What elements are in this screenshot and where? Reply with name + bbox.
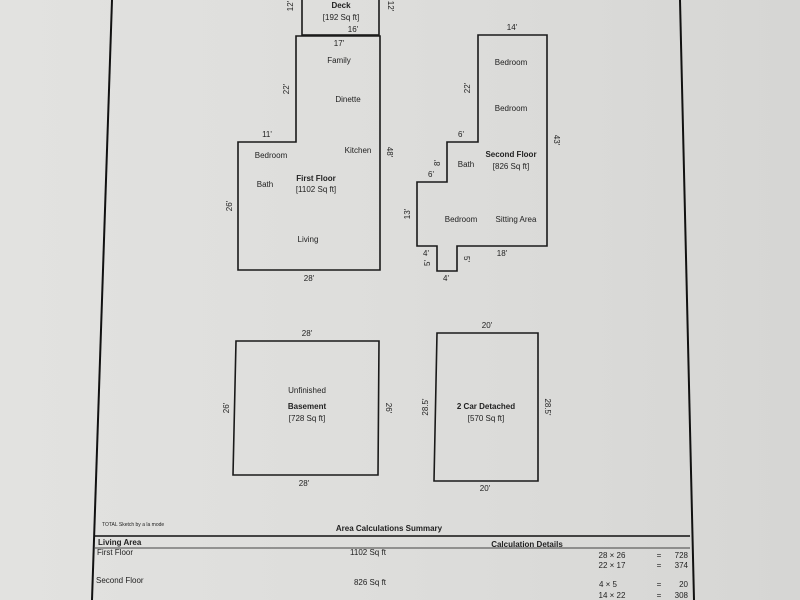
second-floor-area: [826 Sq ft] [493,162,529,171]
garage-plan: 20' 20' 28.5' 28.5' 2 Car Detached [570 … [421,321,552,493]
sketch-credit: TOTAL Sketch by a la mode [102,522,164,528]
room-dinette: Dinette [335,95,361,104]
calc-expr-3: 4 × 5 [599,580,618,589]
deck-label: Deck [331,1,351,10]
calc-eq-2: = [657,561,662,570]
second-floor-dim-top: 14' [507,23,518,32]
basement-plan: 28' 28' 26' 26' Unfinished Basement [728… [222,329,393,488]
calc-expr-1: 28 × 26 [599,551,626,560]
second-floor-dim-step3: 6' [428,170,434,179]
garage-outline [433,332,539,482]
basement-status: Unfinished [288,386,326,395]
room-upper-bedroom-2: Bedroom [495,104,528,113]
basement-outline [232,340,380,476]
calc-eq-1: = [657,551,662,560]
room-kitchen: Kitchen [345,146,372,155]
first-floor-dim-step: 11' [262,130,272,139]
second-floor-dim-bottom: 18' [497,249,508,258]
summary-row-first-floor-name: First Floor [97,548,133,557]
page-border-left [91,0,113,600]
basement-dim-right: 26' [384,403,393,414]
deck-outline [301,0,380,36]
basement-dim-bottom: 28' [299,479,310,488]
second-floor-plan: 14' 22' 43' 6' 8' 6' 13' 4' 5' 5' 4' 18'… [403,23,561,283]
second-floor-outline [416,34,548,272]
second-floor-dim-step1: 6' [458,130,464,139]
basement-title: Basement [288,402,327,411]
room-sitting-area: Sitting Area [496,215,537,224]
summary-row-second-floor-name: Second Floor [96,576,144,585]
page-border-right [679,0,695,600]
calc-result-1: 728 [675,551,689,560]
second-floor-dim-notch-bottom: 4' [443,274,449,283]
first-floor-dim-bottom: 28' [304,274,315,283]
garage-dim-bottom: 20' [480,484,491,493]
room-upper-bedroom-1: Bedroom [495,58,528,67]
first-floor-title: First Floor [296,174,336,183]
first-floor-dim-right: 48' [385,147,394,158]
deck-dim-left: 12' [286,0,295,11]
first-floor-plan: 17' 22' 11' 48' 26' 28' Family Dinette K… [225,35,394,283]
calc-expr-2: 22 × 17 [599,561,626,570]
garage-dim-left: 28.5' [421,398,430,416]
second-floor-dim-notch-left: 5' [423,260,432,266]
calc-result-3: 20 [679,580,688,589]
summary-row-first-floor-area: 1102 Sq ft [350,548,387,557]
second-floor-dim-left-upper: 22' [463,82,472,93]
deck-dim-bottom: 16' [348,25,359,34]
calc-details-header: Calculation Details [491,540,563,549]
room-bath: Bath [257,180,273,189]
basement-area: [728 Sq ft] [289,414,325,423]
second-floor-dim-right: 43' [552,135,561,146]
first-floor-dim-top: 17' [334,39,345,48]
second-floor-title: Second Floor [485,150,536,159]
room-family: Family [327,56,351,65]
second-floor-dim-notch-width: 4' [423,249,429,258]
second-floor-dim-step2: 8' [433,160,442,166]
first-floor-dim-left-upper: 22' [282,83,291,94]
second-floor-dim-left-lower: 13' [403,208,412,219]
living-area-header: Living Area [98,538,142,547]
deck-plan: Deck [192 Sq ft] 12' 12' 16' [286,0,395,36]
calc-eq-3: = [657,580,662,589]
room-living: Living [298,235,319,244]
first-floor-outline [237,35,381,271]
room-upper-bedroom-3: Bedroom [445,215,478,224]
room-bedroom: Bedroom [255,151,288,160]
garage-dim-top: 20' [482,321,493,330]
area-summary: TOTAL Sketch by a la mode Area Calculati… [95,522,690,600]
calc-result-2: 374 [675,561,689,570]
summary-title: Area Calculations Summary [336,524,443,533]
first-floor-area: [1102 Sq ft] [296,185,336,194]
calc-eq-4: = [657,591,662,600]
room-upper-bath: Bath [458,160,474,169]
first-floor-dim-left-lower: 26' [225,200,234,211]
basement-dim-left: 26' [222,402,231,413]
calc-expr-4: 14 × 22 [599,591,626,600]
calc-result-4: 308 [675,591,689,600]
second-floor-dim-notch-right: 5' [462,256,471,262]
garage-title: 2 Car Detached [457,402,515,411]
deck-dim-right: 12' [386,1,395,12]
garage-dim-right: 28.5' [543,398,552,416]
basement-dim-top: 28' [302,329,313,338]
summary-row-second-floor-area: 826 Sq ft [354,578,387,587]
deck-area: [192 Sq ft] [323,13,359,22]
garage-area: [570 Sq ft] [468,414,504,423]
